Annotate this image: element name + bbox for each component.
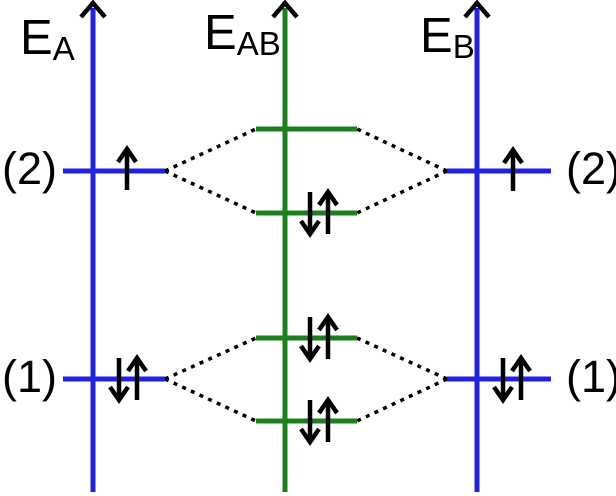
spin-pair-icon [299,313,339,363]
correlation-line [356,377,448,423]
axis-label-base: E [20,11,53,65]
spin-up-arrow-icon [126,354,148,400]
correlation-lines [164,127,448,423]
energy-axis-A [79,0,107,492]
spin-up-arrow-icon [116,145,138,190]
correlation-line [356,169,448,215]
level-label-left-1: (1) [2,351,57,402]
correlation-line [356,336,448,381]
energy-axis-B [463,0,491,492]
level-label-left-2: (2) [2,143,57,194]
axis-arrowhead-icon [271,0,299,19]
axis-arrowhead-icon [463,0,491,19]
energy-axis-AB [271,0,299,492]
axis-label-EA: EA [20,11,75,67]
spin-down-arrow-icon [299,192,321,238]
axis-label-subscript: AB [236,25,281,62]
correlation-line [164,169,257,215]
spin-pair-icon [299,188,339,238]
spin-up-arrow-icon [317,396,339,442]
spin-pair-icon [108,354,148,404]
spin-down-arrow-icon [299,400,321,446]
spin-down-arrow-icon [299,317,321,363]
correlation-line [356,127,448,173]
spin-up-arrow-icon [502,146,524,191]
spin-up-arrow-icon [510,354,532,400]
spin-down-arrow-icon [492,358,514,404]
axis-label-base: E [204,6,237,60]
spin-pair-icon [492,354,532,404]
spin-pair-icon [299,396,339,446]
atomic-levels [63,168,551,382]
correlation-line [164,127,257,173]
level-label-right-2: (2) [566,143,616,194]
axis-label-EAB: EAB [204,6,281,62]
molecular-levels [256,126,357,424]
axis-label-base: E [420,9,453,63]
spin-down-arrow-icon [108,358,130,404]
axis-arrowhead-icon [79,0,107,19]
axis-label-subscript: B [452,28,475,65]
spin-up-arrow-icon [317,188,339,234]
spin-up-arrow-icon [317,313,339,359]
correlation-line [164,336,257,381]
correlation-line [164,377,257,423]
axis-label-EB: EB [420,9,475,65]
level-label-right-1: (1) [566,351,616,402]
axis-label-subscript: A [52,30,75,67]
